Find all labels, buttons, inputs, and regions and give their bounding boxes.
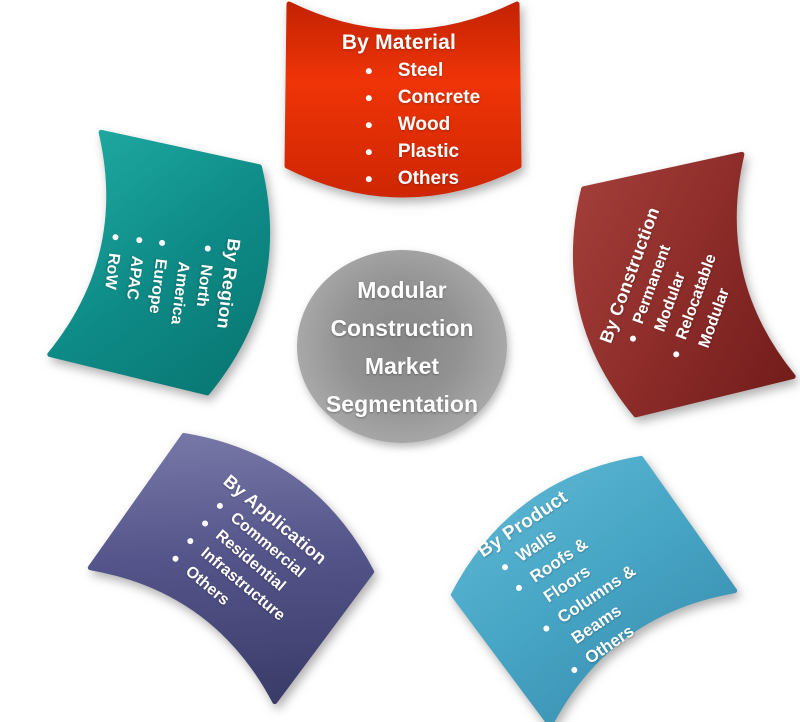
bullet-icon [501,563,510,572]
bullet-icon [112,233,120,241]
list-item: Others [365,166,480,193]
bullet-icon [365,95,372,102]
bullet-icon [672,350,681,359]
bullet-icon [200,519,210,528]
bullet-icon [365,122,372,129]
wave-banner-shape [572,151,796,418]
center-circle: Modular Construction Market Segmentation [297,250,507,443]
bullet-icon [514,583,524,593]
bullet-icon [628,334,637,343]
bullet-icon [365,68,372,75]
bullet-icon [215,501,225,510]
list-item: Steel [365,58,480,85]
diagram-title: Modular Construction Market Segmentation [325,276,479,417]
list-item: Plastic [365,139,480,166]
bullet-icon [185,537,195,546]
bullet-icon [204,245,212,252]
list-item: Wood [365,112,480,139]
bullet-icon [171,554,180,564]
wave-banner-shape [47,129,271,396]
bullet-icon [365,149,372,156]
bullet-icon [365,176,372,183]
bullet-icon [135,236,143,244]
banner-title: By Material [341,31,457,55]
wave-banner-shape [450,455,738,722]
wave-banner-shape [87,432,375,705]
bullet-icon [542,624,551,633]
wave-banner-shape [284,1,522,198]
bullet-icon [569,665,579,674]
bullet-icon [158,239,166,247]
list-item: Concrete [365,85,480,112]
